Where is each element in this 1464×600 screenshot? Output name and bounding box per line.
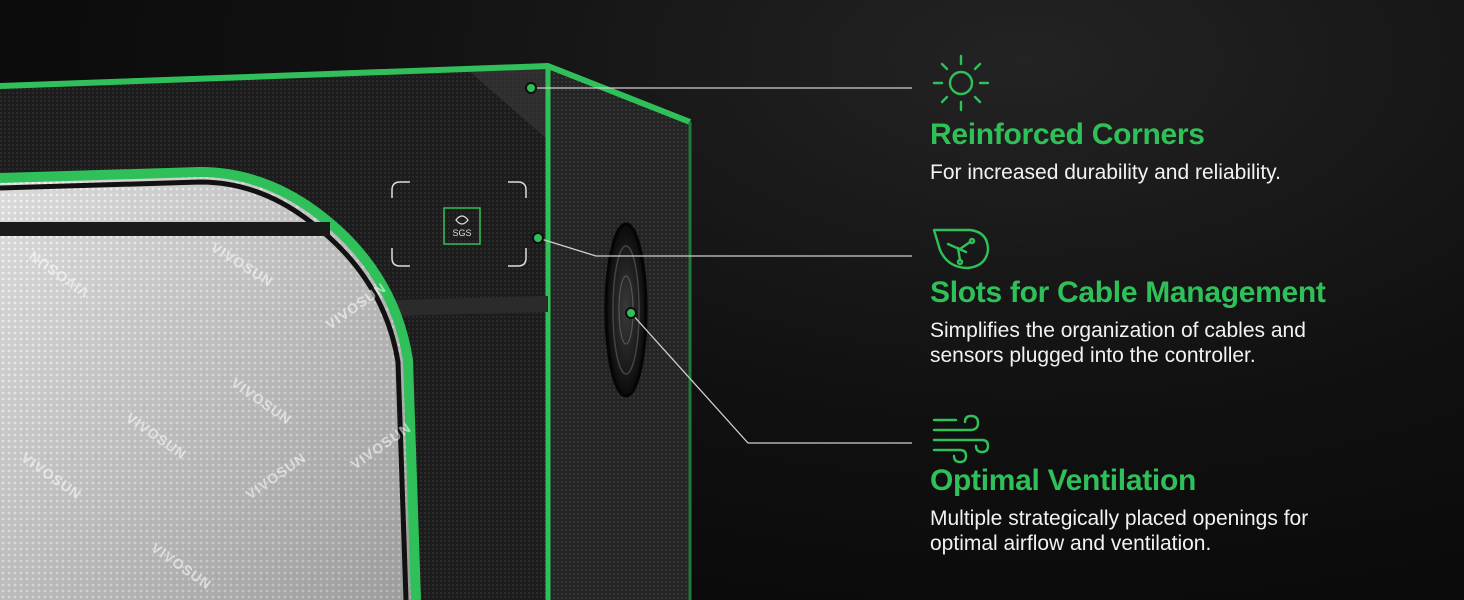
sgs-badge-text: SGS [452, 228, 471, 238]
feature-description-line: Multiple strategically placed openings f… [930, 507, 1309, 530]
feature-description: Multiple strategically placed openings f… [930, 506, 1390, 556]
wind-icon [930, 408, 992, 470]
sgs-certification-badge: SGS [391, 181, 527, 267]
feature-description-line: optimal airflow and ventilation. [930, 532, 1212, 555]
callout-line-cables [537, 237, 912, 257]
feature-description-line: For increased durability and reliability… [930, 161, 1281, 184]
feature-title: Slots for Cable Management [930, 276, 1326, 309]
callout-line-vent [630, 312, 912, 444]
feature-description-line: sensors plugged into the controller. [930, 344, 1256, 367]
door-shading [0, 172, 416, 600]
feature-title: Optimal Ventilation [930, 464, 1196, 497]
sun-icon [930, 52, 992, 114]
leaf-network-icon [930, 222, 992, 284]
callout-dot-corners [525, 82, 537, 94]
door-top-ledge [392, 296, 548, 316]
feature-description-line: Simplifies the organization of cables an… [930, 319, 1306, 342]
door-flap-roll [0, 222, 330, 236]
feature-description: For increased durability and reliability… [930, 160, 1390, 185]
feature-title: Reinforced Corners [930, 118, 1205, 151]
feature-description: Simplifies the organization of cables an… [930, 318, 1390, 368]
callout-dot-vent [625, 307, 637, 319]
door-zipper-trim [0, 166, 421, 600]
callout-dot-cables [532, 232, 544, 244]
callout-lines [525, 82, 912, 444]
